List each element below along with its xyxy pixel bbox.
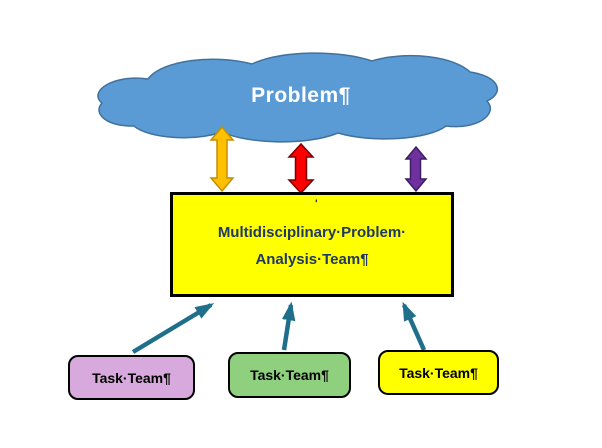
analysis-team-box: ' Multidisciplinary·Problem· Analysis·Te… (170, 192, 454, 297)
analysis-team-label-line2: Analysis·Team¶ (255, 251, 369, 268)
task-arrow-3 (401, 301, 427, 351)
task-arrow-2 (281, 301, 296, 351)
analysis-team-label-line1: Multidisciplinary·Problem· (217, 224, 407, 241)
double-arrow-gold (209, 125, 235, 193)
double-arrow-red (287, 142, 315, 195)
task-team-label-2: Task·Team¶ (250, 367, 329, 383)
task-team-label-3: Task·Team¶ (399, 364, 478, 381)
task-team-box-1: Task·Team¶ (68, 355, 195, 400)
task-arrow-1 (131, 303, 215, 354)
task-team-label-1: Task·Team¶ (92, 369, 171, 386)
task-team-box-2: Task·Team¶ (228, 352, 351, 398)
double-arrow-purple (404, 145, 428, 193)
stray-mark: ' (315, 198, 318, 210)
problem-label: Problem¶ (251, 84, 351, 107)
task-team-box-3: Task·Team¶ (378, 350, 499, 395)
